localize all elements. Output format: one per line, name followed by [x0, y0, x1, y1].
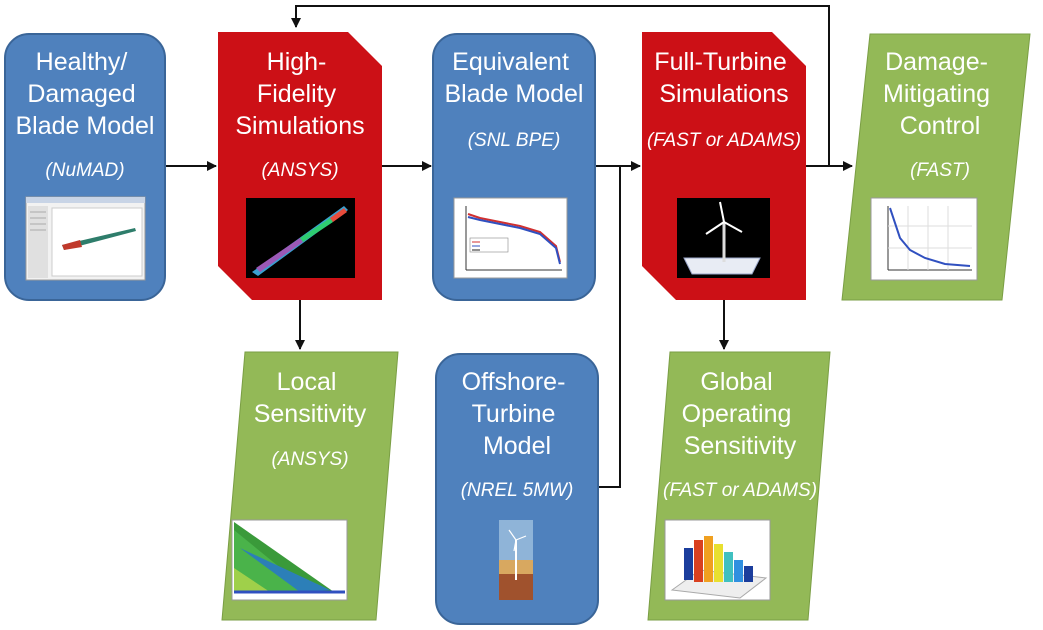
node-global-sens: Global Operating Sensitivity (FAST or AD… — [647, 351, 831, 621]
property-plot-icon — [453, 197, 568, 279]
node-offshore-model: Offshore- Turbine Model (NREL 5MW) — [435, 353, 599, 625]
node-damage-control-subtitle: (FAST) — [910, 160, 970, 181]
node-damage-control-title: Damage- Mitigating Control — [883, 48, 997, 140]
node-local-sens: Local Sensitivity (ANSYS) — [221, 351, 399, 621]
decay-plot-icon — [870, 197, 978, 281]
node-hifi-sim-subtitle: (ANSYS) — [261, 160, 338, 181]
node-blade-model-subtitle: (NuMAD) — [45, 160, 124, 181]
turbine-render-icon — [677, 198, 770, 278]
node-damage-control: Damage- Mitigating Control (FAST) — [841, 33, 1031, 301]
line-offshore-to-main — [598, 166, 621, 488]
node-offshore-model-box — [435, 353, 599, 625]
node-local-sens-subtitle: (ANSYS) — [271, 449, 348, 470]
node-blade-model-title: Healthy/ Damaged Blade Model — [16, 48, 155, 140]
node-hifi-sim: High- Fidelity Simulations (ANSYS) — [218, 32, 382, 300]
arrow-feedback-loop — [291, 5, 830, 166]
stress-contour-icon — [231, 519, 348, 601]
fem-blade-icon — [246, 198, 355, 278]
node-local-sens-title: Local Sensitivity — [254, 368, 367, 428]
node-global-sens-title: Global Operating Sensitivity — [682, 368, 799, 460]
node-equiv-blade: Equivalent Blade Model (SNL BPE) — [432, 33, 596, 301]
node-equiv-blade-subtitle: (SNL BPE) — [468, 130, 561, 151]
connectors — [165, 5, 853, 488]
node-full-turbine: Full-Turbine Simulations (FAST or ADAMS) — [642, 32, 806, 300]
node-full-turbine-title: Full-Turbine Simulations — [654, 48, 793, 108]
node-blade-model: Healthy/ Damaged Blade Model (NuMAD) — [4, 33, 166, 301]
offshore-turbine-photo-icon — [499, 520, 533, 600]
node-full-turbine-subtitle: (FAST or ADAMS) — [647, 130, 801, 151]
node-equiv-blade-title: Equivalent Blade Model — [445, 48, 584, 108]
node-global-sens-subtitle: (FAST or ADAMS) — [663, 480, 817, 501]
node-hifi-sim-title: High- Fidelity Simulations — [235, 48, 364, 140]
cad-screenshot-icon — [25, 196, 146, 281]
node-offshore-model-subtitle: (NREL 5MW) — [461, 480, 574, 501]
3d-bar-plot-icon — [664, 519, 771, 601]
node-offshore-model-title: Offshore- Turbine Model — [462, 368, 573, 460]
